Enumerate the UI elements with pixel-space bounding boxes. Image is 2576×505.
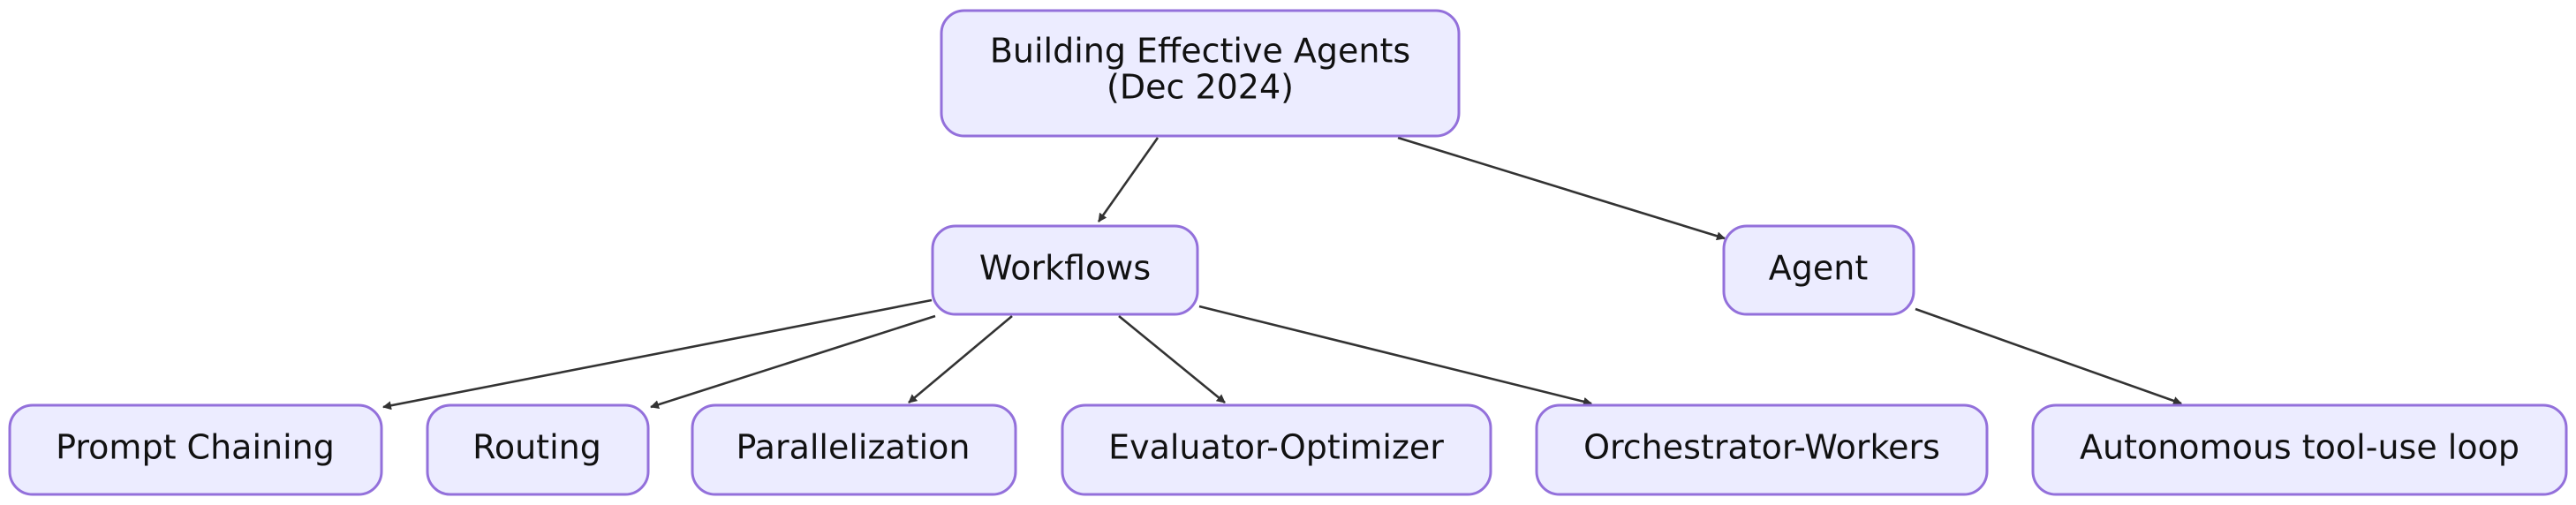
node-parallelization: Parallelization — [691, 403, 1017, 496]
node-prompt-chaining-label: Prompt Chaining — [56, 428, 335, 467]
node-workflows-label: Workflows — [979, 249, 1151, 288]
node-root: Building Effective Agents (Dec 2024) — [940, 9, 1461, 138]
edge-workflows-to-orchestrator-workers — [1198, 305, 1592, 406]
edge-workflows-to-routing — [650, 314, 936, 410]
node-orchestrator-workers: Orchestrator-Workers — [1535, 403, 1989, 496]
edge-workflows-to-prompt-chaining — [382, 298, 933, 411]
node-root-subtitle: (Dec 2024) — [1107, 68, 1294, 107]
node-routing-label: Routing — [472, 428, 601, 467]
node-evaluator-optimizer-label: Evaluator-Optimizer — [1108, 428, 1444, 467]
edge-root-to-agent — [1397, 136, 1726, 241]
node-autonomous-loop-label: Autonomous tool-use loop — [2080, 428, 2519, 467]
node-root-title: Building Effective Agents — [990, 32, 1410, 71]
edges — [382, 136, 2182, 411]
edge-workflows-to-parallelization — [908, 315, 1013, 403]
node-agent: Agent — [1722, 224, 1915, 316]
node-autonomous-loop: Autonomous tool-use loop — [2031, 403, 2568, 496]
node-orchestrator-workers-label: Orchestrator-Workers — [1583, 428, 1940, 467]
node-parallelization-label: Parallelization — [736, 428, 970, 467]
node-routing: Routing — [426, 403, 650, 496]
edge-workflows-to-evaluator-optimizer — [1118, 314, 1226, 404]
node-agent-label: Agent — [1769, 249, 1868, 288]
node-evaluator-optimizer: Evaluator-Optimizer — [1061, 403, 1492, 496]
node-workflows: Workflows — [931, 224, 1199, 316]
edge-agent-to-autonomous-loop — [1915, 307, 2182, 405]
node-prompt-chaining: Prompt Chaining — [8, 403, 383, 496]
edge-root-to-workflows — [1097, 137, 1160, 222]
